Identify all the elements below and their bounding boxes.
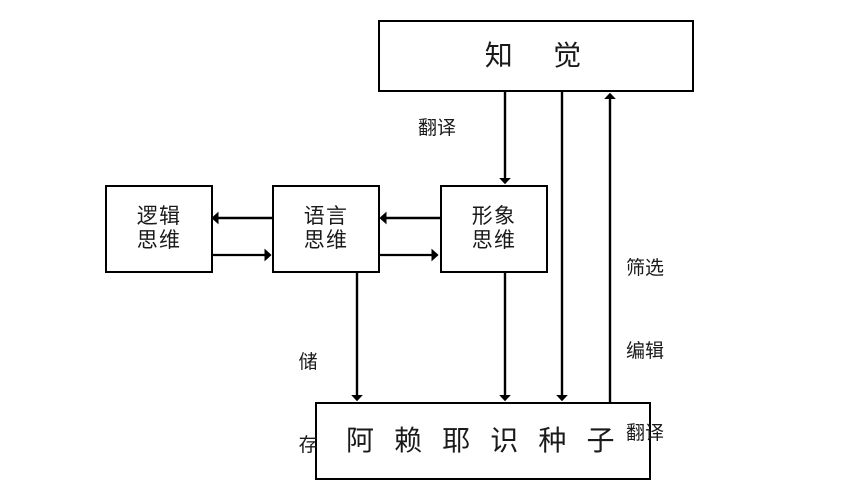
node-alaya-seeds[interactable]: 阿 赖 耶 识 种 子 [315, 402, 651, 480]
node-logical-thinking-line1: 逻辑 [136, 204, 182, 229]
edge-label-filter: 筛选 [626, 257, 665, 280]
node-language-thinking-line1: 语言 [303, 204, 349, 229]
node-perception-label: 知 觉 [484, 39, 588, 73]
node-perception[interactable]: 知 觉 [378, 20, 694, 92]
edge-label-store-line1: 储 [298, 351, 318, 374]
node-imagery-thinking-line2: 思维 [471, 228, 517, 252]
edge-label-translate-top: 翻译 [418, 117, 457, 139]
edge-label-translate-right: 翻译 [626, 422, 665, 445]
node-imagery-thinking[interactable]: 形象 思维 [440, 185, 548, 273]
node-language-thinking-line2: 思维 [303, 228, 349, 252]
node-logical-thinking-line2: 思维 [136, 228, 182, 252]
node-imagery-thinking-line1: 形象 [471, 204, 517, 229]
edge-label-store-line2: 存 [298, 433, 318, 456]
node-alaya-seeds-label: 阿 赖 耶 识 种 子 [345, 424, 621, 458]
node-logical-thinking[interactable]: 逻辑 思维 [105, 185, 213, 273]
edge-label-filter-edit-translate: 筛选 编辑 翻译 [626, 200, 664, 494]
node-language-thinking[interactable]: 语言 思维 [272, 185, 380, 273]
edge-label-edit: 编辑 [626, 339, 665, 362]
edge-label-store: 储 存 [296, 294, 320, 494]
